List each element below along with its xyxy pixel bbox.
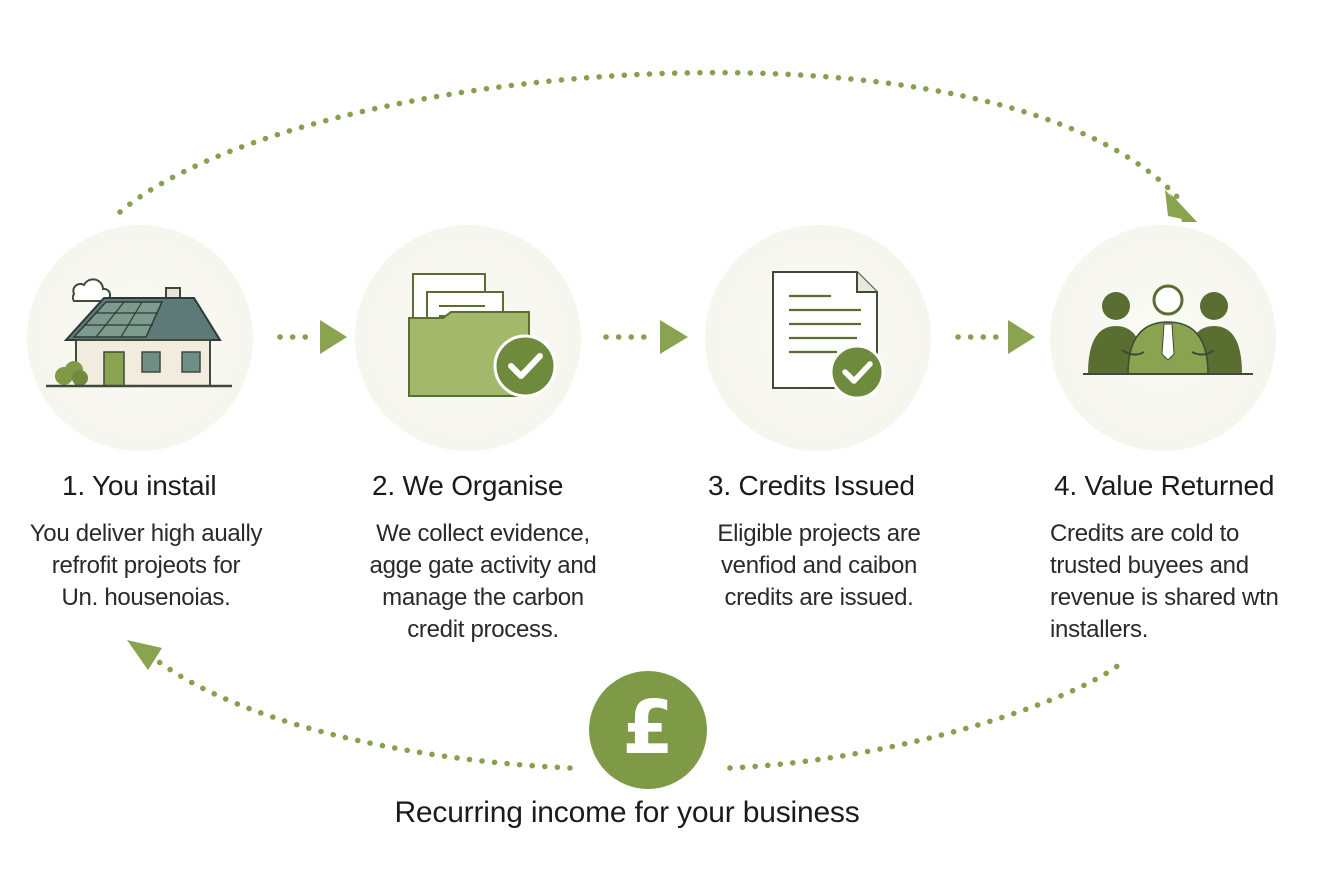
step-4-title: 4. Value Returned [1054, 470, 1275, 501]
arrowhead-2-3 [660, 320, 688, 354]
folder-check-icon [408, 273, 557, 398]
top-return-arc [117, 69, 1183, 215]
people-group-icon [1083, 284, 1253, 375]
step-1-description: You deliver high aually refrofit projeot… [29, 520, 263, 611]
step-2-description: We collect evidence, agge gate activity … [369, 520, 597, 643]
pound-coin-icon: £ [589, 671, 707, 789]
arrowhead-3-4 [1008, 320, 1035, 354]
step-4-description: Credits are cold to trusted buyees and r… [1050, 520, 1279, 643]
house-with-solar-panels-icon [46, 278, 232, 388]
arrowhead-top-right-main [1165, 190, 1197, 222]
pound-symbol: £ [622, 685, 674, 771]
arrowhead-top-right [1170, 193, 1197, 222]
bottom-right-arc [727, 657, 1128, 771]
arrowhead-1-2 [320, 320, 347, 354]
arrowhead-bottom-left [127, 640, 162, 670]
bottom-left-arc [147, 652, 573, 771]
recurring-income-caption: Recurring income for your business [394, 796, 860, 829]
step-3-description: Eligible projects are venfiod and caibon… [717, 520, 921, 611]
step-3-title: 3. Credits Issued [708, 470, 915, 501]
document-check-icon [772, 271, 885, 400]
step-2-title: 2. We Organise [372, 470, 564, 501]
step-1-title: 1. You instail [62, 470, 217, 501]
